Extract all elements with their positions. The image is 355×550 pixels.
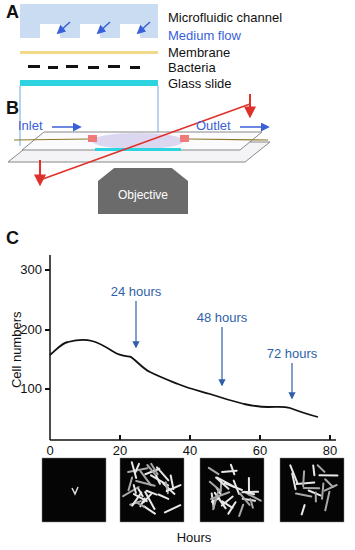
annotation-arrow	[291, 363, 292, 398]
section-arrow	[39, 160, 41, 184]
microscopy-frame	[200, 458, 264, 522]
microfluidic-channel	[20, 4, 158, 38]
axis-tick-label: 200	[20, 322, 42, 338]
bacterium	[303, 471, 304, 486]
bacterium	[245, 492, 255, 495]
port-label: Inlet	[18, 118, 43, 134]
part-name: Bacteria	[168, 60, 216, 76]
bacterium	[302, 505, 305, 514]
bacterium	[315, 493, 317, 502]
ticks	[45, 270, 330, 440]
time-annotation: 48 hours	[197, 310, 248, 326]
channel-notch	[40, 24, 60, 38]
flow-arrow	[240, 126, 268, 128]
y-axis	[49, 255, 51, 440]
axis-tick-label: 300	[20, 262, 42, 278]
bacterium	[250, 499, 253, 508]
panel-letter: C	[6, 228, 19, 250]
bacterium	[209, 468, 219, 474]
bacterium	[240, 493, 250, 505]
bacteria	[28, 65, 140, 69]
port	[180, 135, 189, 142]
top-slide	[22, 132, 262, 150]
axis-tick-label: 60	[253, 443, 267, 459]
port-label: Outlet	[196, 118, 231, 134]
bacterium	[309, 491, 321, 496]
bacterium	[134, 485, 136, 493]
bacterium	[211, 492, 229, 499]
port	[88, 135, 97, 142]
microscopy-frame	[280, 458, 344, 522]
microscopy-images	[42, 458, 344, 522]
bacterium	[322, 484, 323, 499]
bacterium	[292, 474, 295, 490]
channel-notch	[80, 24, 100, 38]
axis-tick-label: 20	[113, 443, 127, 459]
bacterium	[231, 465, 235, 475]
time-annotation: 24 hours	[111, 284, 162, 300]
bacterium	[159, 495, 169, 499]
chip	[92, 133, 184, 149]
axis-tick-label: 0	[46, 443, 53, 459]
bacterium	[72, 487, 78, 494]
guide-line	[20, 86, 21, 146]
bacterium	[239, 505, 243, 516]
axis-tick-label: 100	[20, 381, 42, 397]
flow-arrow	[52, 126, 80, 128]
bacterium	[140, 471, 151, 485]
objective-lens: Objective	[98, 168, 188, 214]
bacterium	[319, 474, 337, 476]
bacterium	[217, 478, 234, 487]
bacterium	[296, 494, 311, 497]
annotation-arrow	[221, 327, 222, 385]
bacterium	[156, 476, 160, 484]
bacterium	[318, 465, 325, 472]
cell-count-curve	[50, 340, 318, 417]
axis-tick-label: 40	[183, 443, 197, 459]
bacterium	[325, 492, 329, 511]
bacterium	[325, 479, 333, 487]
bacterium	[137, 502, 144, 506]
node-label: Objective	[98, 168, 188, 202]
time-annotation: 72 hours	[267, 346, 318, 362]
channel-notch	[120, 24, 140, 38]
axis-tick-label: 80	[323, 443, 337, 459]
bacterium	[313, 465, 314, 475]
bacterium	[167, 485, 181, 491]
bacterium	[136, 481, 155, 486]
bacterium	[304, 487, 320, 489]
bacterium	[213, 490, 218, 509]
tube	[14, 139, 90, 140]
flow-arrow	[58, 22, 70, 33]
tube	[188, 139, 268, 140]
flow-arrow	[98, 22, 110, 33]
membrane	[20, 51, 158, 54]
bacterium	[297, 483, 315, 484]
axis-title: Cell numbers	[8, 312, 24, 389]
glass-slide	[20, 80, 158, 86]
bacterium	[145, 492, 154, 509]
glass-strip	[95, 148, 181, 151]
x-axis	[50, 439, 336, 441]
bacterium	[171, 476, 174, 490]
part-name: Microfluidic channel	[168, 10, 282, 26]
section-arrow	[249, 94, 251, 116]
annotation-arrow	[135, 301, 136, 347]
bacterium	[147, 465, 156, 476]
microscopy-frame	[42, 458, 106, 522]
bacterium	[157, 467, 168, 480]
bacterium	[210, 482, 220, 490]
bacterium	[222, 501, 232, 508]
panel-letter: A	[6, 2, 19, 24]
bacterium	[136, 464, 140, 472]
panel-letter: B	[6, 98, 19, 120]
axis-title: Hours	[177, 530, 212, 546]
flow-arrow	[138, 22, 150, 33]
bacterium	[129, 477, 133, 490]
microscopy-frame	[120, 458, 184, 522]
part-name: Medium flow	[168, 28, 241, 44]
part-name: Membrane	[168, 45, 230, 61]
bacterium	[165, 505, 180, 512]
part-name: Glass slide	[168, 76, 232, 92]
